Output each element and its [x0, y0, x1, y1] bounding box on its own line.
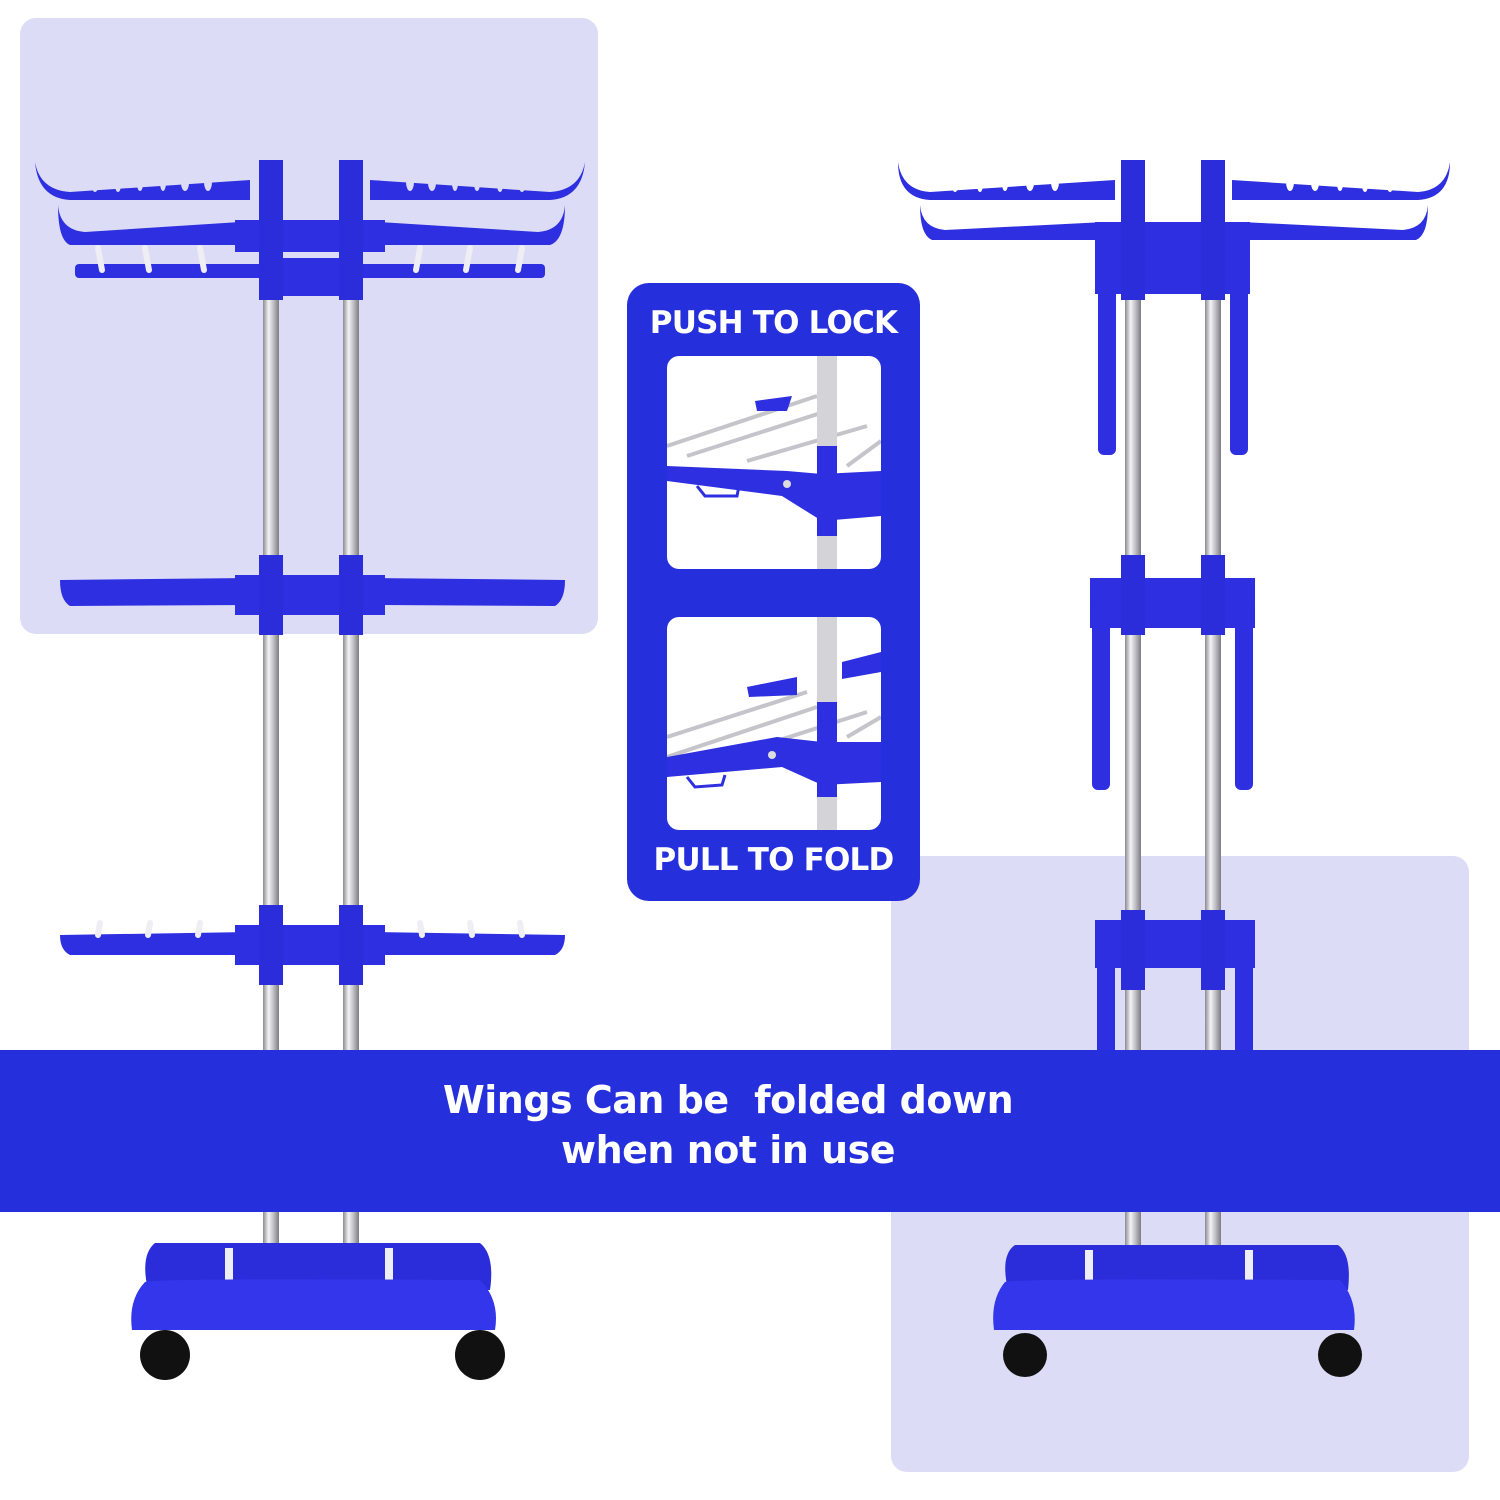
pull-to-fold-label: PULL TO FOLD: [653, 842, 895, 878]
feature-banner: [0, 1050, 1500, 1212]
push-to-lock-label: PUSH TO LOCK: [649, 305, 898, 341]
rack-wings-open-image: [0, 0, 620, 1400]
background-panel-left: [20, 18, 598, 634]
pull-to-fold-detail-image: [667, 617, 881, 830]
rack-wings-folded-image: [880, 0, 1500, 1400]
banner-line-1: Wings Can be folded down: [442, 1078, 1014, 1122]
banner-line-2: when not in use: [560, 1128, 896, 1172]
feature-banner-text: Wings Can be folded down when not in use: [0, 1075, 1456, 1175]
push-to-lock-detail-image: [667, 356, 881, 569]
